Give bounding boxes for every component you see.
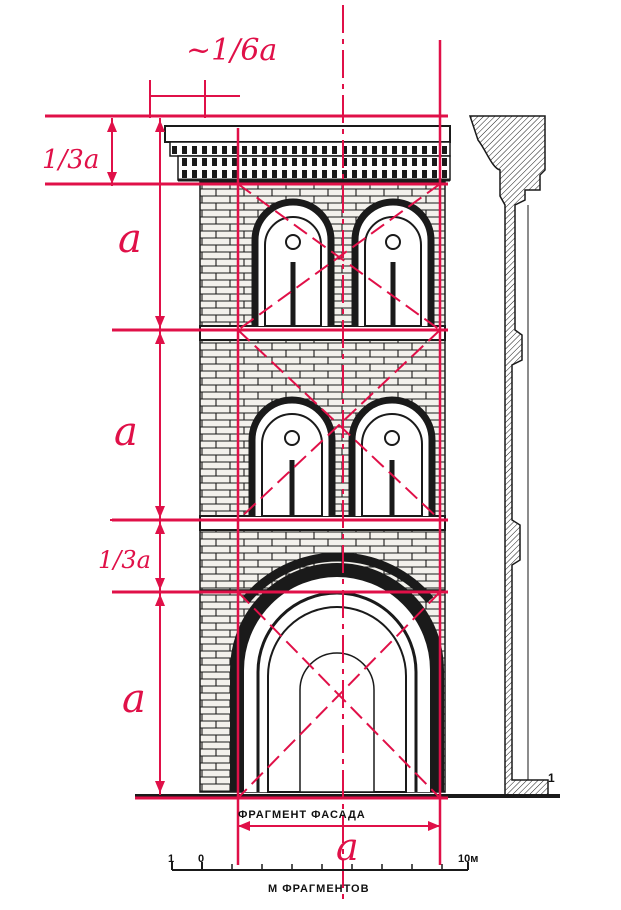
upper-window-right: [351, 198, 435, 327]
annotation-middle-storey: a: [114, 409, 138, 455]
middle-window-right: [348, 396, 436, 517]
scale-bar: 1 0 10м М ФРАГМЕНТОВ: [168, 853, 478, 895]
annotation-cornice-height: 1/3a: [42, 145, 99, 175]
annotation-cornice-overhang: ~1/6a: [186, 33, 277, 68]
cornice: [164, 125, 451, 182]
dimension-arrows: [107, 120, 165, 793]
annotation-band-height: 1/3a: [98, 546, 151, 574]
annotation-ground-storey: a: [122, 676, 146, 722]
proportion-overlay: [45, 5, 448, 905]
scale-tick-10m: 10м: [458, 853, 478, 865]
annotation-upper-storey: a: [118, 216, 142, 262]
upper-window-left: [251, 198, 335, 327]
facade-elevation: [135, 125, 560, 798]
scale-tick-1: 1: [168, 853, 174, 865]
section-label: 1: [548, 771, 555, 785]
middle-window-left: [248, 396, 336, 517]
scale-tick-0: 0: [198, 853, 204, 865]
entrance-portal: [230, 552, 444, 793]
facade-caption: ФРАГМЕНТ ФАСАДА: [238, 809, 366, 821]
annotation-base-width: a: [336, 825, 359, 869]
wall-section-profile: 1: [468, 115, 555, 797]
scale-title: М ФРАГМЕНТОВ: [268, 883, 370, 895]
